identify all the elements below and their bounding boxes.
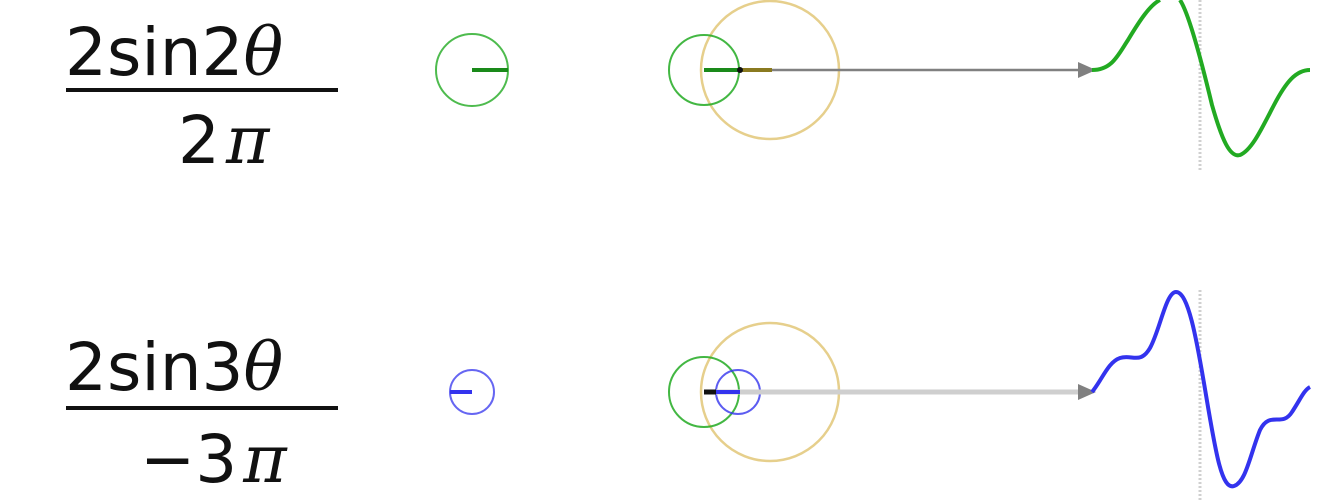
green-waveform-icon bbox=[1091, 0, 1311, 172]
epicycle-group-1 bbox=[668, 0, 1096, 141]
arrow-head-1 bbox=[1078, 62, 1096, 78]
green-rotating-circle-icon bbox=[435, 33, 509, 107]
blue-rotating-circle-icon bbox=[449, 369, 495, 415]
numerator-1: 2sin2θ bbox=[65, 14, 283, 91]
fraction-2: 2sin3θ −3π bbox=[65, 329, 338, 498]
term-row-2: 2sin3θ −3π bbox=[65, 289, 1312, 500]
term-row-1: 2sin2θ 2π bbox=[65, 0, 1311, 179]
numerator-2: 2sin3θ bbox=[65, 329, 283, 406]
blue-waveform-icon bbox=[1090, 289, 1312, 500]
denominator-2: −3π bbox=[140, 421, 288, 498]
fraction-1: 2sin2θ 2π bbox=[65, 14, 338, 179]
epicycle-group-2 bbox=[668, 321, 1096, 463]
denominator-1: 2π bbox=[178, 102, 271, 179]
arrow-head-2 bbox=[1078, 384, 1096, 400]
